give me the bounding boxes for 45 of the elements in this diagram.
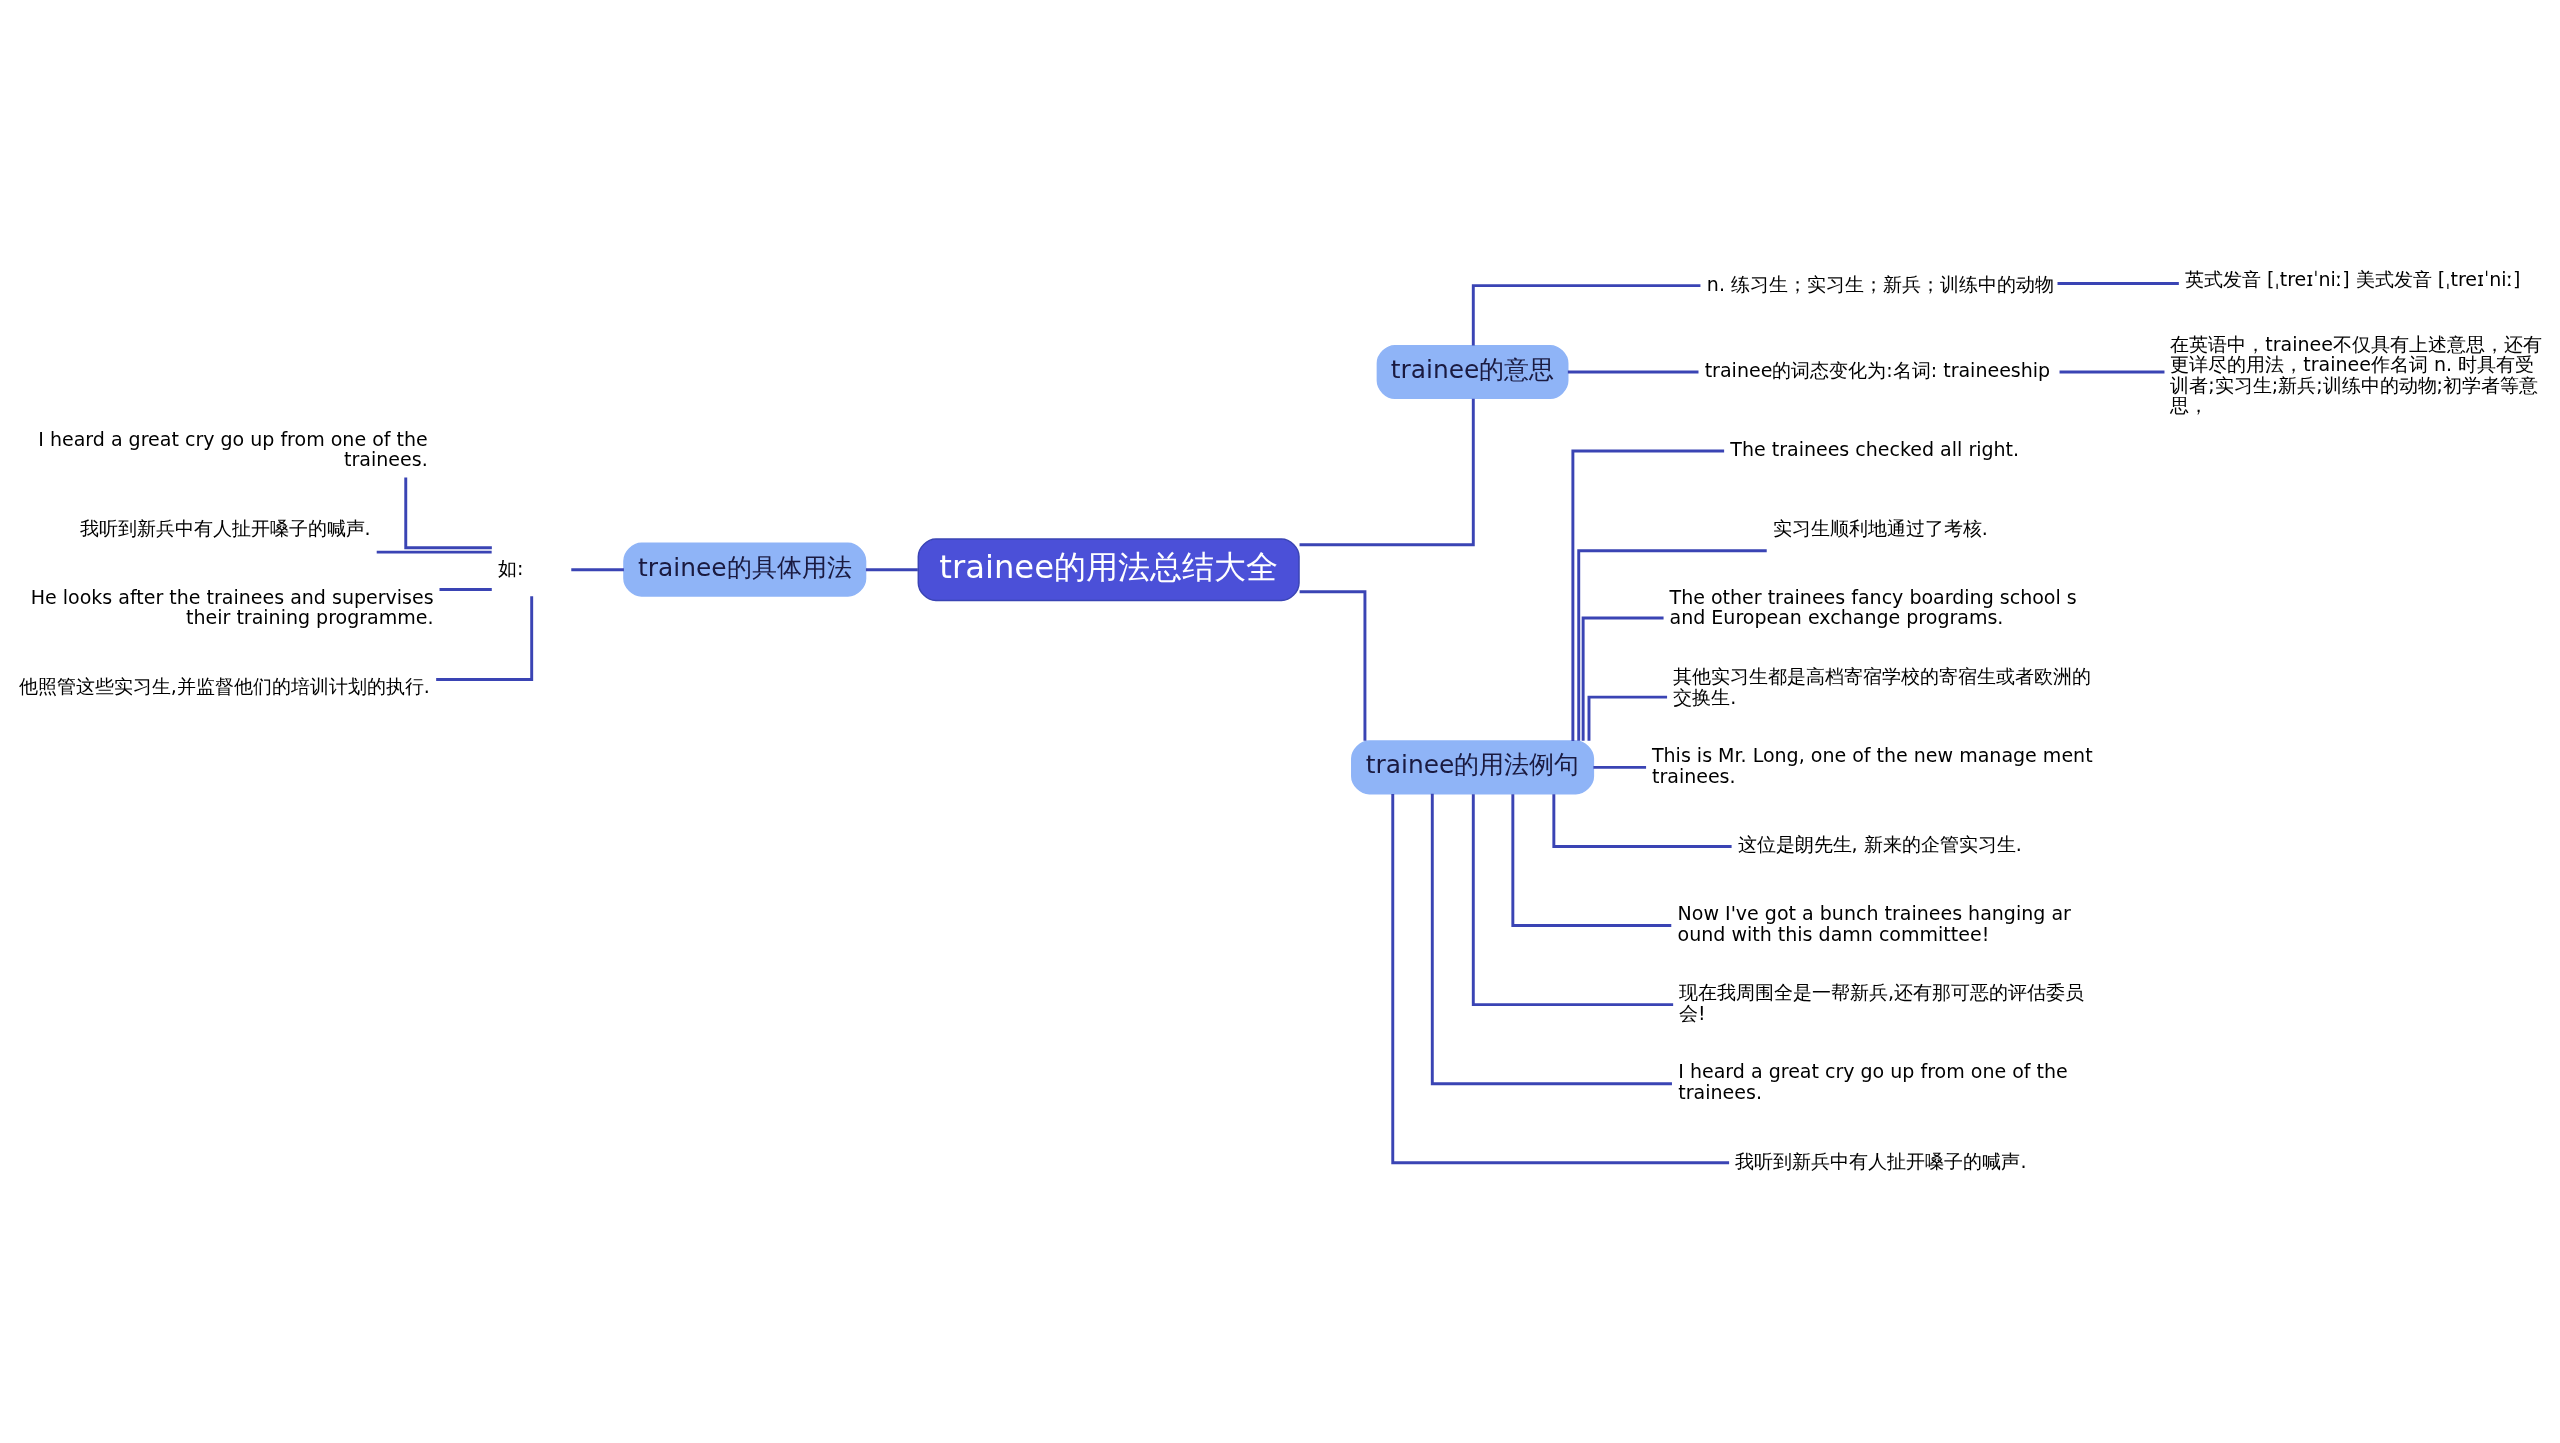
connector — [439, 587, 492, 591]
connector — [571, 567, 624, 571]
node-text: The trainees checked all right. — [1730, 437, 2020, 460]
node-text: 实习生顺利地通过了考核. — [1772, 516, 1988, 539]
connector — [1471, 793, 1674, 1006]
connector — [1299, 398, 1475, 546]
node-text: 在英语中，trainee不仅具有上述意思，还有更详尽的用法，trainee作名词 n. 时具有受训者;实习生;新兵;训练中的动物;初学者等意思， — [2170, 332, 2543, 416]
node-text: 如: — [498, 556, 524, 579]
node-text: 他照管这些实习生,并监督他们的培训计划的执行. — [18, 674, 430, 697]
node-text: 英式发音 [ˌtreɪˈniː] 美式发音 [ˌtreɪˈniː] — [2185, 267, 2521, 290]
node-box: trainee的具体用法 — [623, 542, 867, 597]
node-text: 其他实习生都是高档寄宿学校的寄宿生或者欧洲的交换生. — [1673, 664, 2092, 708]
node-text: 这位是朗先生, 新来的企管实习生. — [1737, 832, 2022, 855]
node-text: The other trainees fancy boarding school s and European exchange programs. — [1669, 585, 2077, 628]
connector — [1581, 616, 1664, 741]
node-text: 我听到新兵中有人扯开嗓子的喊声. — [1735, 1149, 2027, 1172]
node-text: I heard a great cry go up from one of the trainees. — [38, 427, 428, 470]
connector — [2059, 370, 2165, 373]
connector — [1430, 793, 1672, 1085]
node-box: trainee的用法例句 — [1351, 739, 1595, 794]
connector — [1593, 765, 1647, 769]
node-text: He looks after the trainees and supervises their training programme. — [30, 585, 434, 628]
connector — [1552, 793, 1732, 848]
connector — [376, 550, 492, 554]
node-box: trainee的意思 — [1376, 344, 1569, 399]
connector — [436, 595, 534, 681]
node-text: I heard a great cry go up from one of the trainees. — [1678, 1059, 2068, 1103]
node-text: Now I've got a bunch trainees hanging ar ound with this damn committee! — [1677, 901, 2071, 945]
connector — [1471, 283, 1701, 346]
node-text: 现在我周围全是一帮新兵,还有那可恶的评估委员会! — [1679, 980, 2085, 1024]
node-text: 我听到新兵中有人扯开嗓子的喊声. — [79, 516, 371, 539]
connector — [2057, 281, 2179, 285]
node-box: trainee的用法总结大全 — [917, 537, 1300, 601]
connector — [1391, 793, 1730, 1164]
connector — [865, 567, 918, 571]
connector — [1511, 793, 1672, 927]
connector — [1299, 589, 1367, 741]
node-text: n. 练习生；实习生；新兵；训练中的动物 — [1706, 272, 2055, 295]
node-text: This is Mr. Long, one of the new manage ment trainees. — [1651, 743, 2093, 787]
connector — [1587, 695, 1668, 741]
connector — [1577, 548, 1767, 741]
node-text: trainee的词态变化为:名词: traineeship — [1704, 358, 2051, 381]
connector — [1571, 449, 1725, 741]
connector — [1567, 370, 1699, 373]
connector — [404, 477, 492, 549]
